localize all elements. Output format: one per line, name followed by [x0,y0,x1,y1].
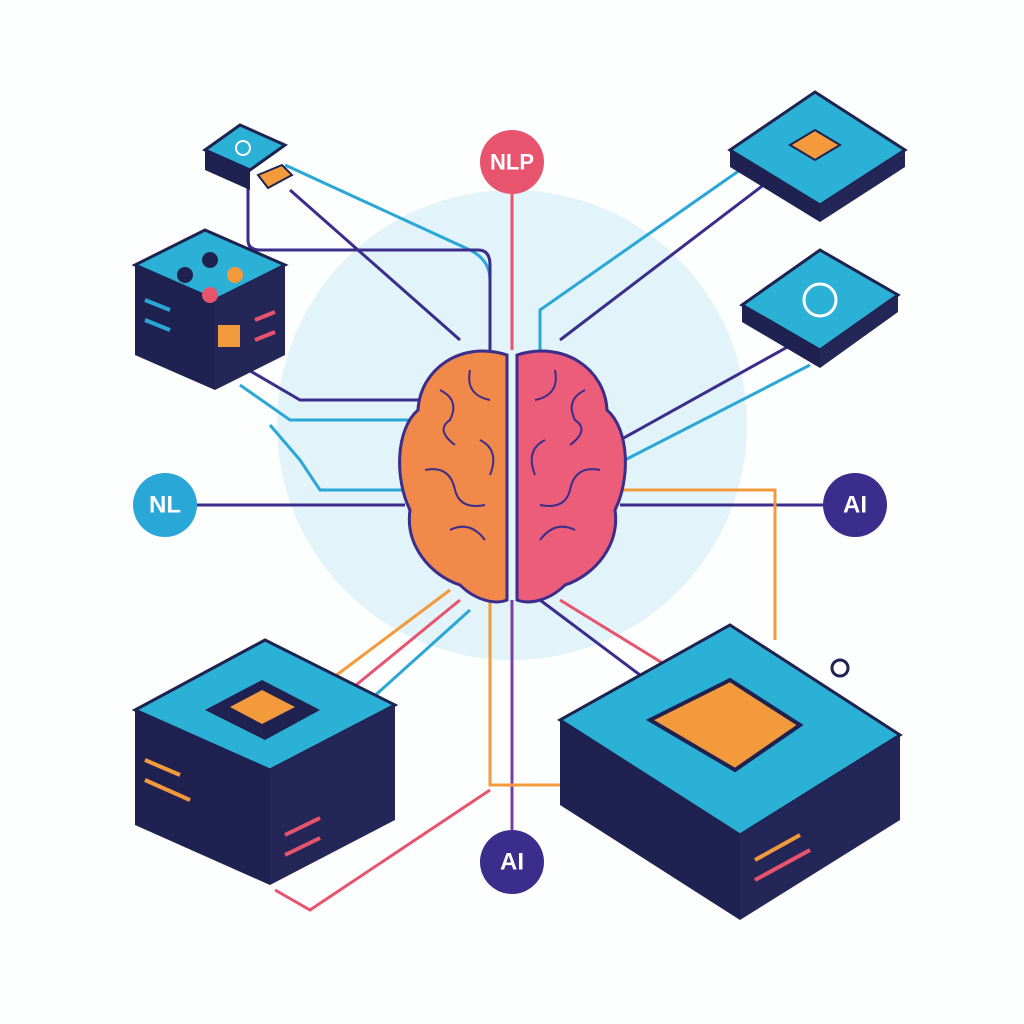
halo-circle [277,190,747,660]
gear-device-right [739,248,901,368]
badge-nlp-label: NLP [490,150,534,175]
chip-icon [645,677,804,773]
badge-ai-right-label: AI [843,492,867,519]
circuit-board-icon-bottom-right [557,623,903,920]
badge-ai-bottom-label: AI [500,849,524,876]
badge-ai-right: AI [823,473,887,537]
badge-nl-label: NL [149,492,181,519]
brain-left-hemisphere [398,349,509,604]
badge-nlp: NLP [480,130,544,194]
badge-ai-bottom: AI [480,830,544,894]
brain-right-hemisphere [515,349,627,604]
badge-nl: NL [133,473,197,537]
connection-lines [197,163,823,912]
brain-icon [398,349,627,604]
gear-icon [235,140,251,156]
gear-icon [802,282,838,318]
gear-device-top-left [201,123,294,190]
chip-icon [230,690,295,724]
server-icon-left [131,228,289,390]
server-icon-bottom-left [131,638,399,885]
circuit-board-icon-top-right [727,90,908,222]
chip-icon [788,128,842,162]
